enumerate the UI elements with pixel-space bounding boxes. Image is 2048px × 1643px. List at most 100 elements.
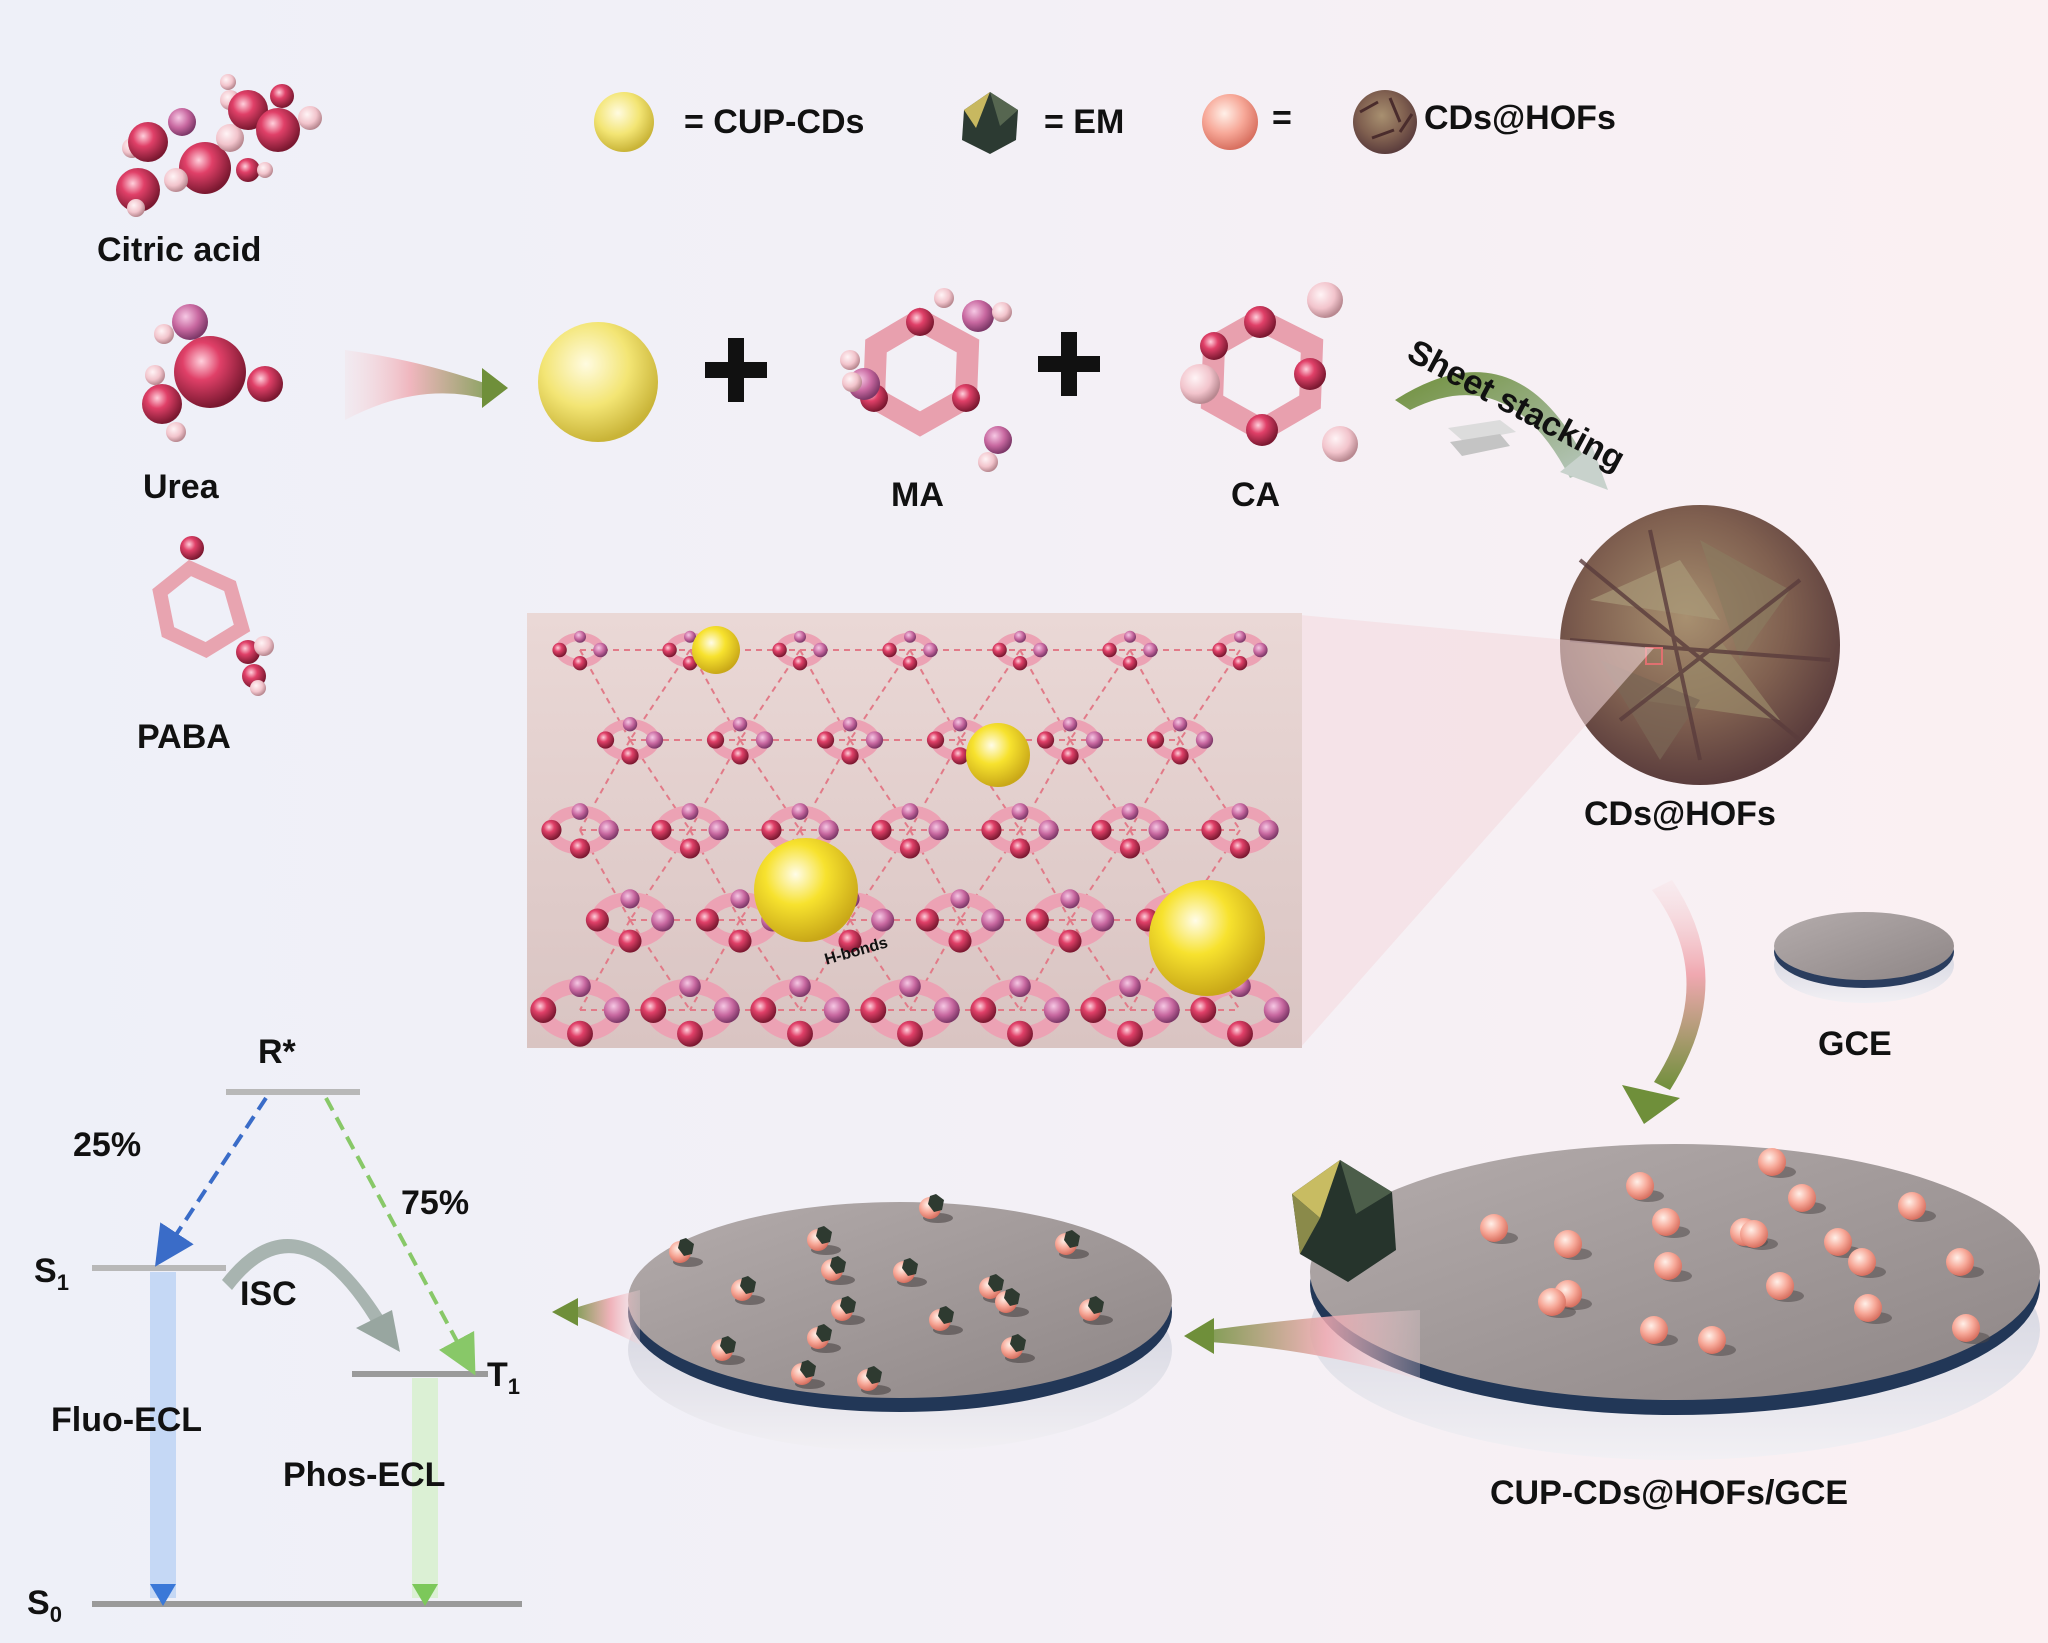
ma-label: MA [891, 476, 944, 514]
cup-cd-sphere [692, 626, 740, 674]
s1-label: S1 [34, 1252, 69, 1295]
hof-ring-unit [915, 889, 1005, 953]
arrow-to-electrode [1622, 880, 1706, 1124]
hof-ring-unit [871, 803, 949, 859]
urea-molecule [142, 304, 283, 442]
plus-icon [705, 338, 767, 402]
em-particle [720, 1336, 736, 1354]
zoom-connector [1300, 615, 1654, 1048]
hof-ring-unit [1146, 716, 1214, 765]
hof-ring-unit [541, 803, 619, 859]
citric-acid-label: Citric acid [97, 231, 262, 269]
cd-hof-particle [1848, 1248, 1876, 1276]
s0-letter: S [27, 1584, 50, 1622]
hof-ring-unit [970, 975, 1070, 1047]
modified-electrode-label: CUP-CDs@HOFs/GCE [1490, 1474, 1849, 1512]
hof-ring-unit [651, 803, 729, 859]
hof-ring-unit [750, 975, 850, 1047]
legend-cd-sphere [594, 92, 654, 152]
pct-25-label: 25% [73, 1126, 142, 1164]
legend-cd-label: = CUP-CDs [684, 103, 865, 141]
legend-em-octahedron [962, 92, 1018, 154]
paba-molecule [152, 536, 274, 696]
cd-hof-particle [1640, 1316, 1668, 1344]
legend-dot-sphere [1202, 94, 1258, 150]
em-particle [1088, 1296, 1104, 1314]
em-particle [816, 1226, 832, 1244]
hof-ring-unit [992, 630, 1048, 671]
em-particle [988, 1274, 1004, 1292]
s0-subscript: 0 [49, 1602, 62, 1627]
hof-ring-unit [1025, 889, 1115, 953]
legend-equals: = [1272, 99, 1292, 137]
em-particle [830, 1256, 846, 1274]
sheet-stacking-arrow [1395, 372, 1608, 490]
hof-zoom-panel [527, 613, 1302, 1048]
cd-hof-particle [1824, 1228, 1852, 1256]
isc-label: ISC [240, 1275, 297, 1313]
cd-hof-particle [1626, 1172, 1654, 1200]
hof-ring-unit [860, 975, 960, 1047]
em-particle [866, 1366, 882, 1384]
phos-ecl-label: Phos-ECL [283, 1456, 446, 1494]
hof-ring-unit [1212, 630, 1268, 671]
pct-75-label: 75% [401, 1184, 470, 1222]
fluo-ecl-label: Fluo-ECL [51, 1401, 203, 1439]
cd-hof-particle [1698, 1326, 1726, 1354]
cup-cd-sphere [538, 322, 658, 442]
hof-ring-unit [552, 630, 608, 671]
isc-arrowhead [356, 1310, 400, 1352]
em-particle [928, 1194, 944, 1212]
cd-hof-particle [1654, 1252, 1682, 1280]
fluo-arrowhead [150, 1584, 176, 1606]
gce-electrode [1774, 912, 1954, 1003]
ca-molecule [1180, 282, 1358, 462]
paba-label: PABA [137, 718, 231, 756]
hof-ring-unit [640, 975, 740, 1047]
hof-ring-unit [1091, 803, 1169, 859]
ca-label: CA [1231, 476, 1281, 514]
em-particle [816, 1324, 832, 1342]
citric-acid-molecule [116, 74, 322, 217]
hof-ring-unit [1102, 630, 1158, 671]
sheet-stack-icon [1448, 420, 1516, 456]
hof-ring-unit [1190, 975, 1290, 1047]
hof-ring-unit [530, 975, 630, 1047]
arrow-to-em-electrode [1184, 1310, 1420, 1380]
hof-ring-unit [706, 716, 774, 765]
em-particle [678, 1238, 694, 1256]
cup-cd-sphere [966, 723, 1030, 787]
arrow-to-cd [345, 350, 508, 420]
s1-letter: S [34, 1252, 57, 1290]
arrow-25 [155, 1096, 268, 1267]
cd-hof-particle [1854, 1294, 1882, 1322]
legend-hof-flower [1353, 90, 1417, 154]
em-particle [740, 1276, 756, 1294]
em-particle [1064, 1230, 1080, 1248]
cd-hof-particle [1766, 1272, 1794, 1300]
t1-label: T1 [487, 1356, 520, 1399]
hof-ring-unit [1080, 975, 1180, 1047]
arrow-to-diagram [552, 1290, 640, 1345]
em-particle [1010, 1334, 1026, 1352]
gce-label: GCE [1818, 1025, 1892, 1063]
cd-hof-particle [1740, 1220, 1768, 1248]
cd-hof-particle [1788, 1184, 1816, 1212]
cd-hof-particle [1758, 1148, 1786, 1176]
t1-subscript: 1 [507, 1374, 521, 1399]
s1-subscript: 1 [56, 1270, 69, 1295]
r-star-label: R* [258, 1033, 296, 1071]
cup-cd-sphere [1149, 880, 1265, 996]
cd-hof-particle [1946, 1248, 1974, 1276]
cd-hof-particle [1538, 1288, 1566, 1316]
t1-letter: T [487, 1356, 508, 1394]
legend-em-label: = EM [1044, 103, 1125, 141]
em-cds-hofs-electrode [628, 1194, 1172, 1452]
hof-ring-unit [981, 803, 1059, 859]
arrow-75 [324, 1097, 476, 1376]
energy-level-diagram [92, 1089, 522, 1607]
legend [594, 90, 1417, 154]
cup-cd-sphere [754, 838, 858, 942]
cds-hofs-label: CDs@HOFs [1584, 795, 1776, 833]
cd-hof-particle [1480, 1214, 1508, 1242]
